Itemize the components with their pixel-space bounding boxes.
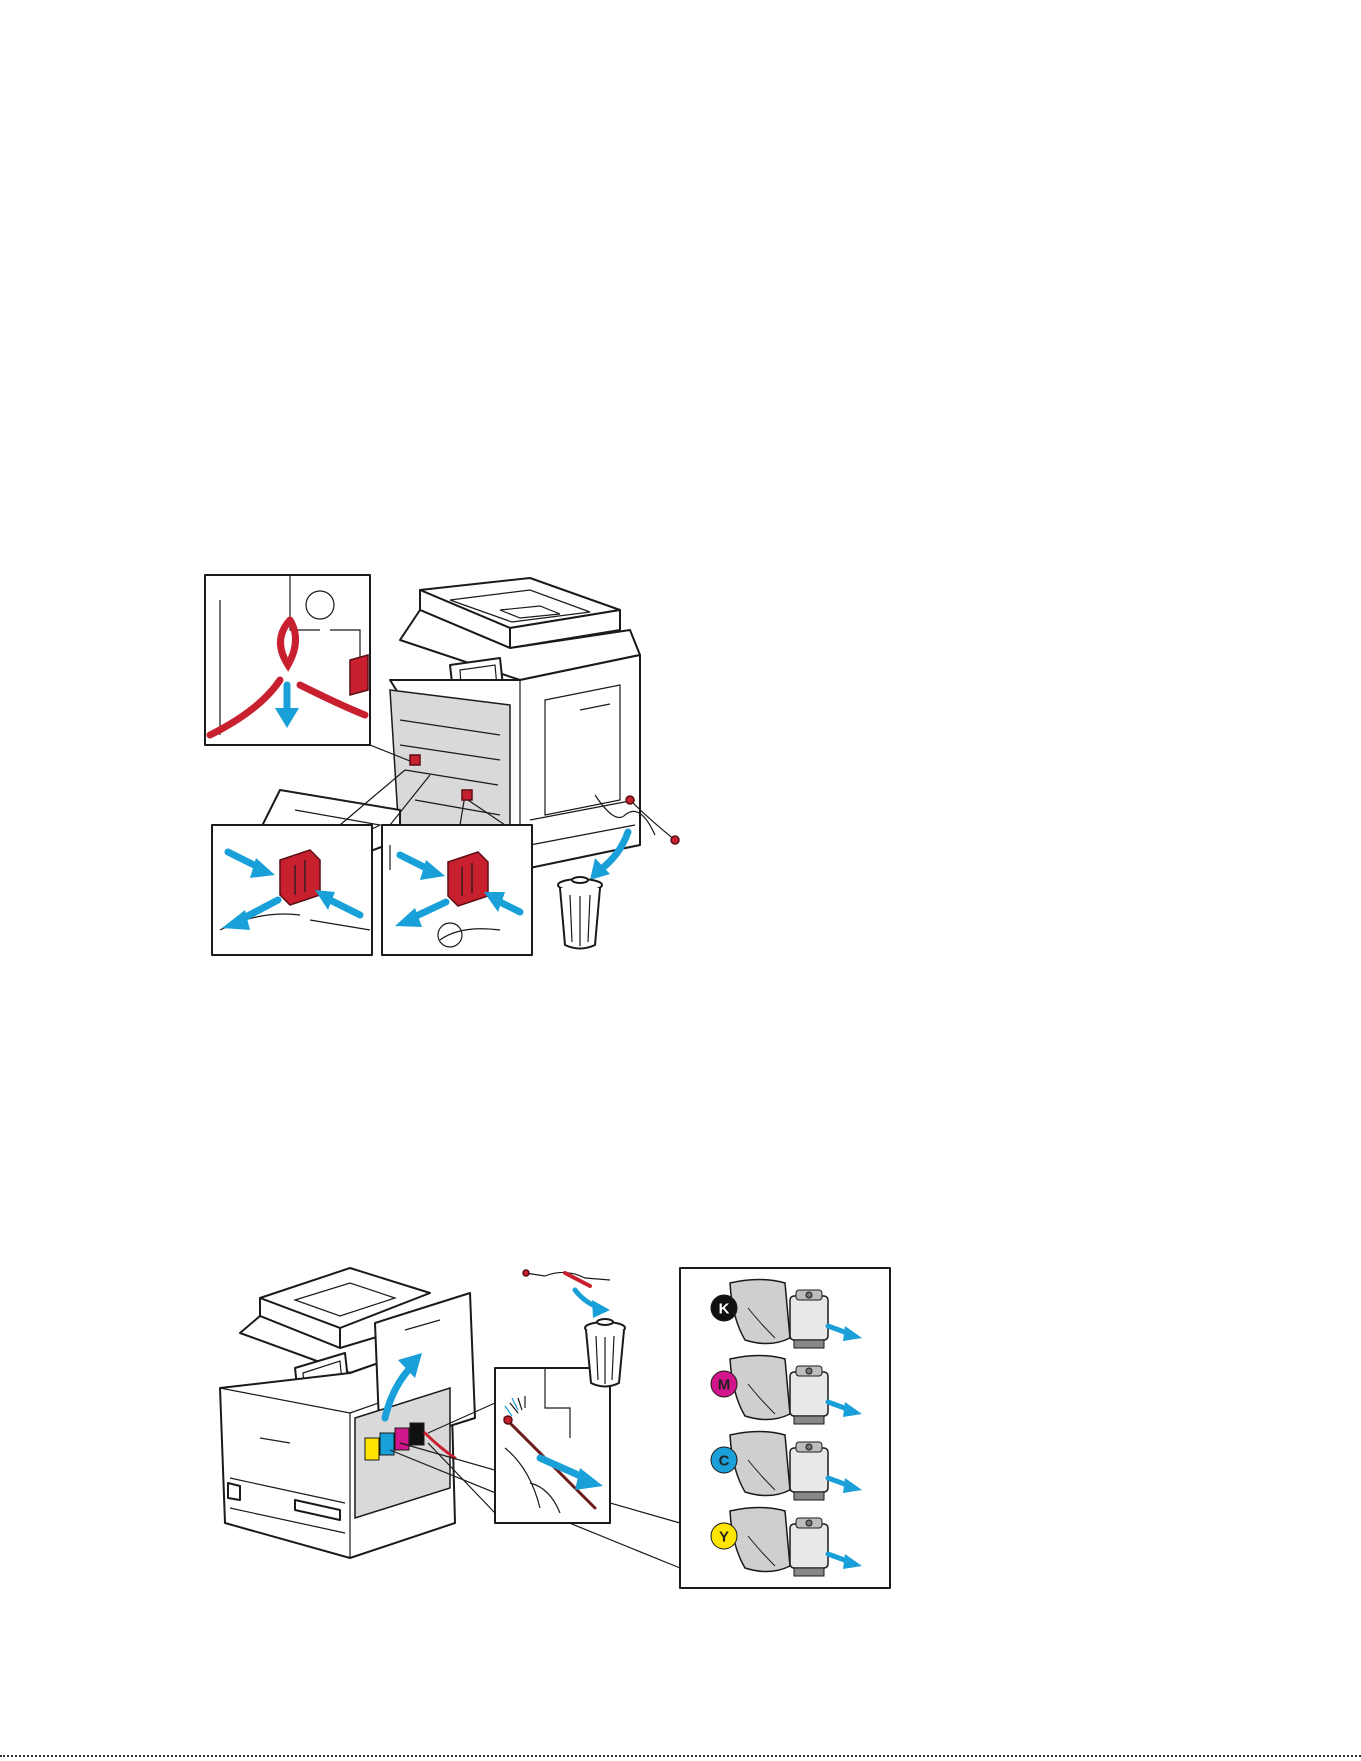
toner-badge-label: Y	[719, 1529, 729, 1546]
footer-rule	[0, 1755, 1361, 1757]
toner-badge-y: Y	[711, 1523, 737, 1549]
toner-badge-label: C	[719, 1453, 730, 1470]
toner-badge-c: C	[711, 1447, 737, 1473]
toner-badge-label: M	[718, 1377, 731, 1394]
inset-left-lock	[212, 825, 372, 955]
figure-toner-setup: K M C Y	[200, 1238, 920, 1598]
figure-packing-removal	[200, 570, 720, 1010]
toner-badge-k: K	[711, 1295, 737, 1321]
inset-right-lock	[382, 825, 532, 955]
trash-can-icon	[585, 1319, 625, 1387]
inset-strap	[495, 1368, 610, 1523]
trash-can-icon	[558, 877, 602, 949]
tape-to-trash-2	[523, 1270, 610, 1318]
toner-badge-label: K	[719, 1301, 730, 1318]
inset-top-strap	[205, 575, 370, 745]
toner-badge-m: M	[711, 1371, 737, 1397]
